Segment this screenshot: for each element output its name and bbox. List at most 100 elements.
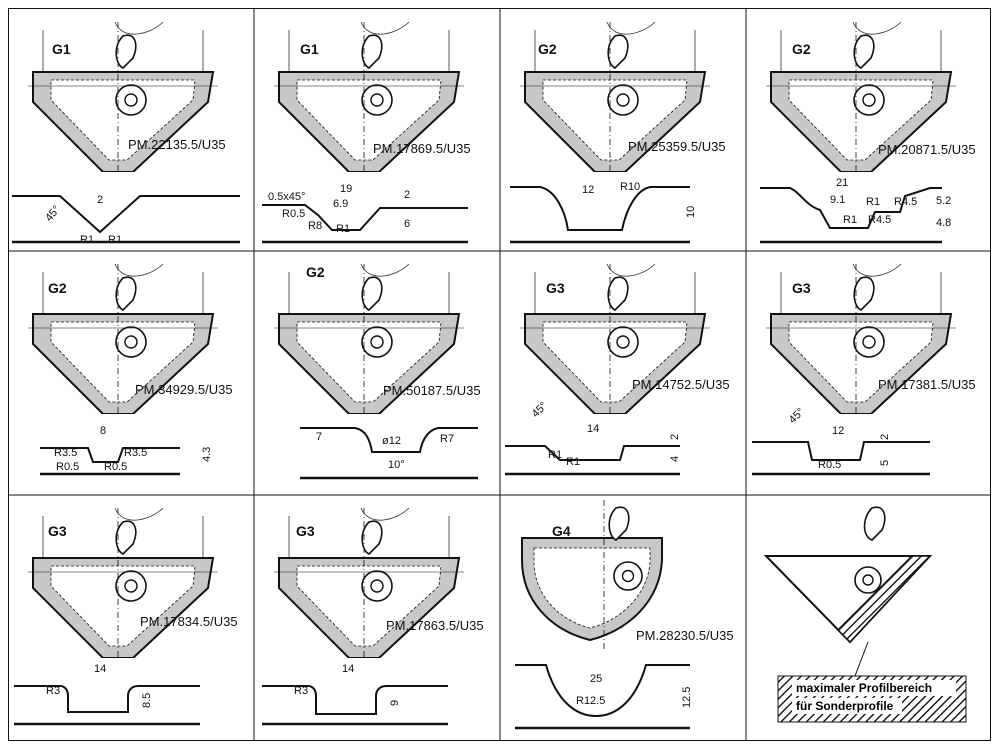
- dim-label: R3.5: [54, 447, 77, 459]
- dim-label: 2: [669, 434, 681, 440]
- profile-section: [12, 195, 240, 234]
- dim-label: R8: [308, 220, 322, 232]
- group-label: G4: [552, 523, 571, 539]
- group-label: G2: [48, 280, 67, 296]
- dim-label: R1: [80, 234, 94, 246]
- dim-label: R1: [566, 456, 580, 468]
- group-label: G2: [792, 41, 811, 57]
- dim-label: R0.5: [282, 208, 305, 220]
- profile-cell-7: G3 PM.14752.5/U35 45° 14 R1 R1 2 4: [505, 264, 730, 476]
- profile-section: [505, 445, 680, 461]
- profile-code: PM.22135.5/U35: [128, 137, 226, 152]
- dim-label: R1: [108, 234, 122, 246]
- dim-label: R1: [843, 214, 857, 226]
- dim-label: 14: [587, 423, 599, 435]
- dim-label: R4.5: [868, 214, 891, 226]
- dim-label: R7: [440, 433, 454, 445]
- profile-section: [760, 187, 942, 229]
- profile-code: PM.17834.5/U35: [140, 614, 238, 629]
- profile-code: PM.28230.5/U35: [636, 628, 734, 643]
- profile-cell-6: G2 PM.50187.5/U35 ø12 7 R7 10°: [272, 264, 481, 480]
- dim-label: 25: [590, 673, 602, 685]
- dim-label: 12: [582, 184, 594, 196]
- profile-cell-1: G1 PM.22135.5/U35 45° 2 R1 R1: [12, 22, 240, 246]
- dim-label: 6.9: [333, 198, 348, 210]
- dim-label: 10: [685, 206, 697, 218]
- profile-section: [515, 664, 690, 718]
- group-label: G1: [52, 41, 71, 57]
- group-label: G3: [48, 523, 67, 539]
- dim-label: 45°: [43, 203, 63, 223]
- profile-code: PM.17381.5/U35: [878, 377, 976, 392]
- dim-label: R12.5: [576, 695, 605, 707]
- dim-label: R10: [620, 181, 640, 193]
- profile-section: [510, 186, 690, 231]
- dim-label: 5.2: [936, 195, 951, 207]
- dim-label: 12: [832, 425, 844, 437]
- dim-label: 9.1: [830, 194, 845, 206]
- dim-label: R3: [46, 685, 60, 697]
- profile-cell-2: G1 PM.17869.5/U35 0.5x45° 19 6.9 R0.5 R8…: [262, 22, 471, 244]
- group-label: G2: [306, 264, 325, 280]
- dim-label: 2: [404, 189, 410, 201]
- dim-label: 2: [97, 194, 103, 206]
- profile-cell-9: G3 PM.17834.5/U35 14 R3 8.5: [14, 508, 238, 726]
- dim-label: 6: [404, 218, 410, 230]
- dim-label: 19: [340, 183, 352, 195]
- profile-section: [262, 685, 448, 715]
- dim-label: R4.5: [894, 196, 917, 208]
- profile-code: PM.25359.5/U35: [628, 139, 726, 154]
- hatched-profile-area: [836, 555, 932, 644]
- group-label: G3: [792, 280, 811, 296]
- dim-label: 14: [342, 663, 354, 675]
- dim-label: 8.5: [141, 693, 153, 708]
- dim-label: 2: [879, 434, 891, 440]
- group-label: G2: [538, 41, 557, 57]
- group-label: G1: [300, 41, 319, 57]
- special-profile-cell: maximaler Profilbereich für Sonderprofil…: [763, 506, 967, 723]
- catalog-grid: [8, 8, 991, 741]
- dim-label: 12.5: [681, 687, 693, 708]
- profile-section: [262, 204, 468, 231]
- profile-cell-3: G2 PM.25359.5/U35 12 R10 10: [510, 22, 726, 244]
- profile-code: PM.14752.5/U35: [632, 377, 730, 392]
- dim-label: 5: [879, 460, 891, 466]
- dim-label: 9: [389, 700, 401, 706]
- dim-label: 45°: [787, 406, 807, 426]
- profile-cell-10: G3 PM.17863.5/U35 14 R3 9: [262, 508, 484, 726]
- profile-cell-11: G4 PM.28230.5/U35 25 R12.5 12.5: [515, 500, 734, 730]
- dim-label: 10°: [388, 459, 405, 471]
- profile-section: [40, 447, 180, 463]
- profile-code: PM.17869.5/U35: [373, 141, 471, 156]
- dim-label: 4.3: [201, 447, 213, 462]
- dim-label: 0.5x45°: [268, 191, 305, 203]
- dim-label: 8: [100, 425, 106, 437]
- profile-code: PM.20871.5/U35: [878, 142, 976, 157]
- dim-label: R0.5: [818, 459, 841, 471]
- group-label: G3: [546, 280, 565, 296]
- dim-label: R1: [866, 196, 880, 208]
- dim-label: 4: [669, 456, 681, 462]
- profile-code: PM.17863.5/U35: [386, 618, 484, 633]
- dim-label: ø12: [382, 435, 401, 447]
- dim-label: 14: [94, 663, 106, 675]
- profile-section: [14, 685, 200, 713]
- dim-label: R0.5: [104, 461, 127, 473]
- dim-label: 4.8: [936, 217, 951, 229]
- dim-label: R3: [294, 685, 308, 697]
- special-profile-text-line1: maximaler Profilbereich: [796, 681, 932, 695]
- profile-code: PM.34929.5/U35: [135, 382, 233, 397]
- group-label: G3: [296, 523, 315, 539]
- dim-label: R1: [336, 223, 350, 235]
- dim-label: 7: [316, 431, 322, 443]
- dim-label: R3.5: [124, 447, 147, 459]
- profile-section: [752, 441, 930, 461]
- profile-section: [300, 427, 478, 453]
- profile-code: PM.50187.5/U35: [383, 383, 481, 398]
- dim-label: 21: [836, 177, 848, 189]
- profile-cell-4: G2 PM.20871.5/U35 21 9.1 R1 R4.5 5.2 R1 …: [760, 22, 976, 244]
- dim-label: R0.5: [56, 461, 79, 473]
- profile-cell-8: G3 PM.17381.5/U35 45° 12 R0.5 2 5: [752, 264, 976, 476]
- dim-label: 45°: [530, 400, 550, 420]
